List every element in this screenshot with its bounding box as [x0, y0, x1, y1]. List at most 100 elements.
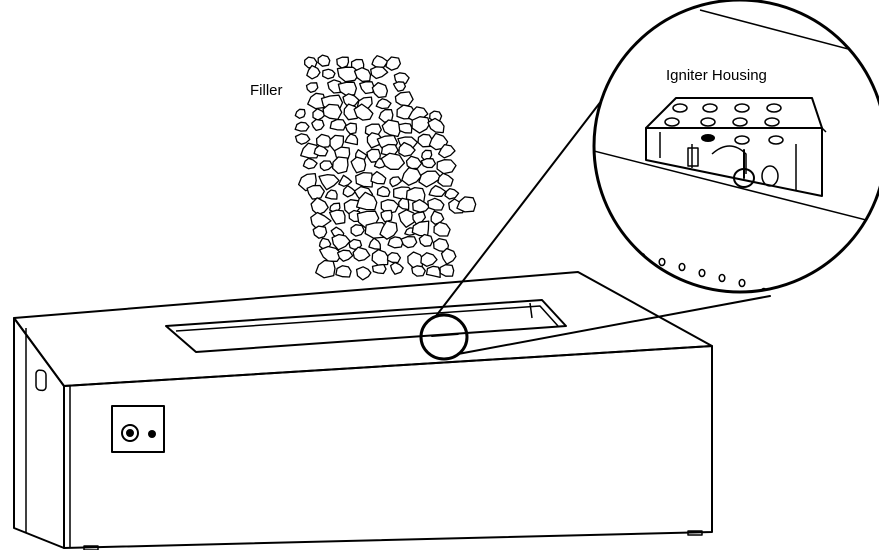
filler-stone: [336, 249, 354, 262]
filler-stone: [411, 220, 430, 237]
filler-stone: [355, 266, 372, 281]
control-knob: [121, 424, 139, 442]
filler-stone: [380, 199, 400, 215]
table-top-surface: [13, 271, 713, 387]
filler-stone: [417, 133, 433, 148]
filler-stone: [336, 56, 350, 69]
igniter-bracket: [711, 145, 747, 174]
filler-stone: [322, 103, 343, 121]
filler-stone: [342, 93, 360, 108]
magnifier-target-circle: [419, 313, 469, 361]
filler-stone: [318, 245, 343, 262]
filler-stone: [380, 152, 406, 170]
filler-stone: [315, 259, 336, 279]
filler-stone: [337, 81, 358, 97]
filler-stone: [344, 122, 358, 135]
callout-line-top: [435, 99, 603, 317]
filler-stone: [389, 176, 402, 188]
filler-stone: [352, 246, 371, 262]
filler-stone: [420, 157, 437, 169]
filler-stone: [312, 108, 326, 121]
filler-stone: [398, 197, 410, 211]
filler-stone: [294, 133, 311, 145]
filler-stone: [370, 66, 389, 80]
filler-stone: [437, 172, 454, 187]
filler-stone: [328, 209, 346, 225]
table-foot-right: [687, 530, 703, 536]
filler-stone: [353, 103, 374, 121]
filler-stone: [338, 174, 353, 187]
burner-pan-inner-edge: [175, 305, 559, 332]
filler-stone: [311, 118, 325, 132]
filler-stone: [385, 56, 402, 71]
filler-stone: [394, 91, 414, 107]
filler-stone: [398, 122, 413, 134]
filler-stone: [405, 186, 426, 203]
filler-stone: [355, 191, 378, 211]
igniter-button: [148, 430, 156, 438]
filler-stone: [439, 264, 455, 277]
filler-stone: [350, 156, 367, 174]
filler-label: Filler: [250, 82, 283, 99]
filler-stone: [370, 170, 387, 185]
filler-stone: [405, 155, 423, 170]
magnifier-callout: [419, 0, 879, 361]
filler-stone: [331, 233, 351, 251]
filler-stone: [436, 159, 457, 175]
filler-stone: [353, 67, 372, 83]
filler-stone: [430, 210, 445, 225]
filler-stone: [335, 265, 352, 278]
filler-stone: [306, 64, 321, 80]
filler-stone: [401, 167, 422, 186]
filler-stone: [433, 221, 451, 237]
filler-stone: [302, 157, 318, 170]
filler-stone: [324, 189, 338, 200]
filler-stone: [306, 184, 325, 200]
filler-stone: [379, 220, 398, 240]
filler-stone: [420, 252, 438, 267]
filler-stone: [368, 237, 382, 250]
filler-stone: [371, 249, 389, 266]
filler-stone: [389, 261, 404, 275]
table-left-side: [13, 317, 65, 549]
filler-stone: [315, 133, 333, 149]
filler-stone: [428, 184, 447, 197]
housing-holes: [664, 103, 784, 145]
filler-stone: [386, 251, 402, 264]
control-knob-center: [126, 429, 134, 437]
filler-stone: [313, 144, 329, 157]
filler-stone: [371, 263, 387, 275]
zoom-rim-line: [594, 149, 879, 227]
filler-stones: [294, 54, 477, 281]
filler-stone: [381, 119, 402, 138]
filler-stone: [319, 160, 334, 172]
filler-stone: [387, 236, 404, 249]
filler-stone: [412, 198, 431, 213]
filler-stone: [312, 225, 328, 239]
filler-stone: [322, 68, 336, 80]
filler-stone: [411, 116, 431, 134]
filler-stone: [418, 170, 442, 188]
filler-stone: [398, 141, 416, 157]
filler-stone: [444, 187, 460, 200]
igniter-electrode: [687, 147, 699, 167]
filler-stone: [342, 185, 357, 198]
control-panel: [111, 405, 165, 453]
filler-stone: [427, 117, 445, 134]
table-foot-left: [83, 545, 99, 550]
filler-stone: [318, 173, 340, 191]
filler-stone: [294, 108, 306, 119]
filler-stone: [355, 171, 374, 188]
burner-pan-corner: [529, 302, 533, 319]
filler-stone: [294, 121, 310, 132]
filler-stone: [307, 92, 326, 110]
filler-stone: [305, 82, 319, 94]
filler-stone: [440, 247, 457, 265]
igniter-housing-label: Igniter Housing: [666, 67, 767, 84]
filler-stone: [400, 235, 418, 249]
filler-stone: [331, 156, 349, 175]
filler-stone: [418, 233, 434, 247]
filler-stone: [310, 197, 329, 216]
filler-stone: [456, 196, 477, 213]
filler-stone: [350, 224, 365, 237]
